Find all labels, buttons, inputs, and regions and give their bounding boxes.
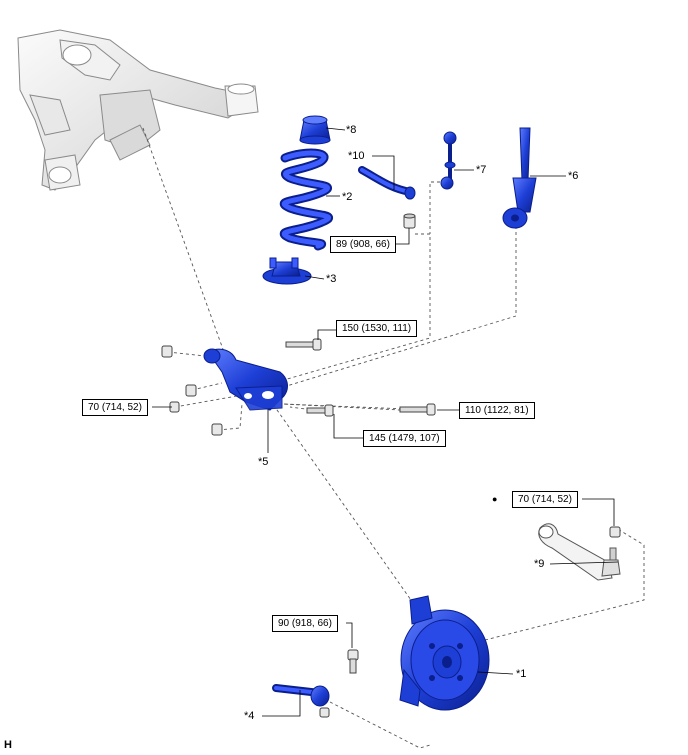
- torque-left-nut: 70 (714, 52): [82, 399, 148, 416]
- callout-8: *8: [346, 124, 357, 136]
- upper-bolt: [285, 338, 322, 351]
- torque-lower-bolt: 145 (1479, 107): [363, 430, 446, 447]
- callout-9: *9: [534, 558, 545, 570]
- upper-control-arm: [538, 523, 621, 581]
- stabilizer-bar-end: [358, 166, 416, 200]
- spring-lower-insulator: [262, 257, 312, 285]
- torque-right-bolt: 110 (1122, 81): [459, 402, 535, 419]
- torque-stabilizer-link-nut: 89 (908, 66): [330, 236, 396, 253]
- lower-bolt: [306, 404, 334, 417]
- callout-leaders: [152, 127, 619, 717]
- callout-3: *3: [326, 273, 337, 285]
- rear-subframe: [17, 29, 259, 191]
- toe-control-arm-end: [272, 684, 330, 718]
- callout-10: *10: [348, 150, 365, 162]
- right-bolt: [399, 403, 436, 416]
- callout-6: *6: [568, 170, 579, 182]
- spring-upper-insulator: [299, 115, 331, 145]
- torque-arm-nut: 70 (714, 52): [512, 491, 578, 508]
- shock-absorber: [502, 127, 537, 229]
- callout-5: *5: [258, 456, 269, 468]
- torque-upper-bolt: 150 (1530, 111): [336, 320, 418, 337]
- stabilizer-link-nut: [403, 213, 416, 229]
- stabilizer-link: [440, 131, 457, 190]
- torque-bracket-bolt: 90 (918, 66): [272, 615, 338, 632]
- callout-7: *7: [476, 164, 487, 176]
- upper-arm-nut: [609, 526, 621, 538]
- bullet-mark: ●: [492, 494, 498, 504]
- bracket-bolt: [347, 649, 359, 674]
- left-nut-middle: [185, 384, 197, 397]
- rear-axle-carrier: [399, 595, 490, 711]
- callout-1: *1: [516, 668, 527, 680]
- figure-code: H: [4, 739, 12, 751]
- left-nut-bottom: [211, 423, 223, 436]
- callout-4: *4: [244, 710, 255, 722]
- lower-control-arm: [203, 348, 288, 411]
- callout-2: *2: [342, 191, 353, 203]
- left-nut-upper: [161, 345, 173, 358]
- coil-spring: [279, 148, 334, 251]
